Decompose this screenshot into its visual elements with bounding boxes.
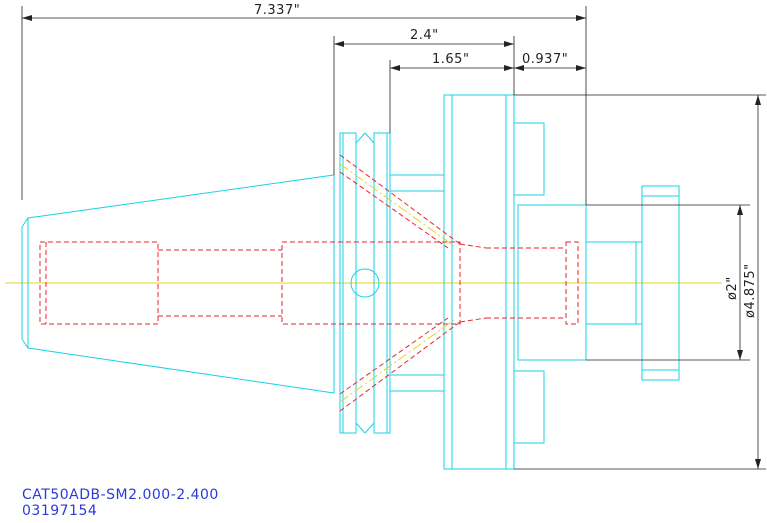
dim-body-diameter: ø4.875" [743, 263, 758, 318]
dim-groove-to-end: 1.65" [432, 52, 469, 67]
dimension-shank-diameter: ø2" [586, 204, 750, 361]
dimension-groove: 1.65" [389, 52, 514, 133]
part-number: CAT50ADB-SM2.000-2.400 [22, 487, 219, 503]
taper-shank [21, 174, 335, 394]
drive-hole-icon [350, 268, 380, 298]
flange [339, 132, 391, 434]
dimension-body-diameter: ø4.875" [514, 94, 766, 470]
dim-shank-length: 0.937" [522, 52, 568, 67]
hidden-bore [39, 154, 579, 412]
dim-flange-to-end: 2.4" [410, 28, 439, 43]
pilot-shank [517, 185, 680, 381]
main-body [443, 94, 545, 470]
item-number: 03197154 [22, 503, 98, 519]
dimension-flange: 2.4" [333, 28, 515, 175]
dim-overall-length: 7.337" [254, 3, 300, 18]
dim-shank-diameter: ø2" [725, 276, 740, 300]
dimension-overall: 7.337" [21, 3, 587, 205]
coolant-centerlines [339, 163, 455, 403]
dimension-shank-length: 0.937" [514, 52, 586, 71]
